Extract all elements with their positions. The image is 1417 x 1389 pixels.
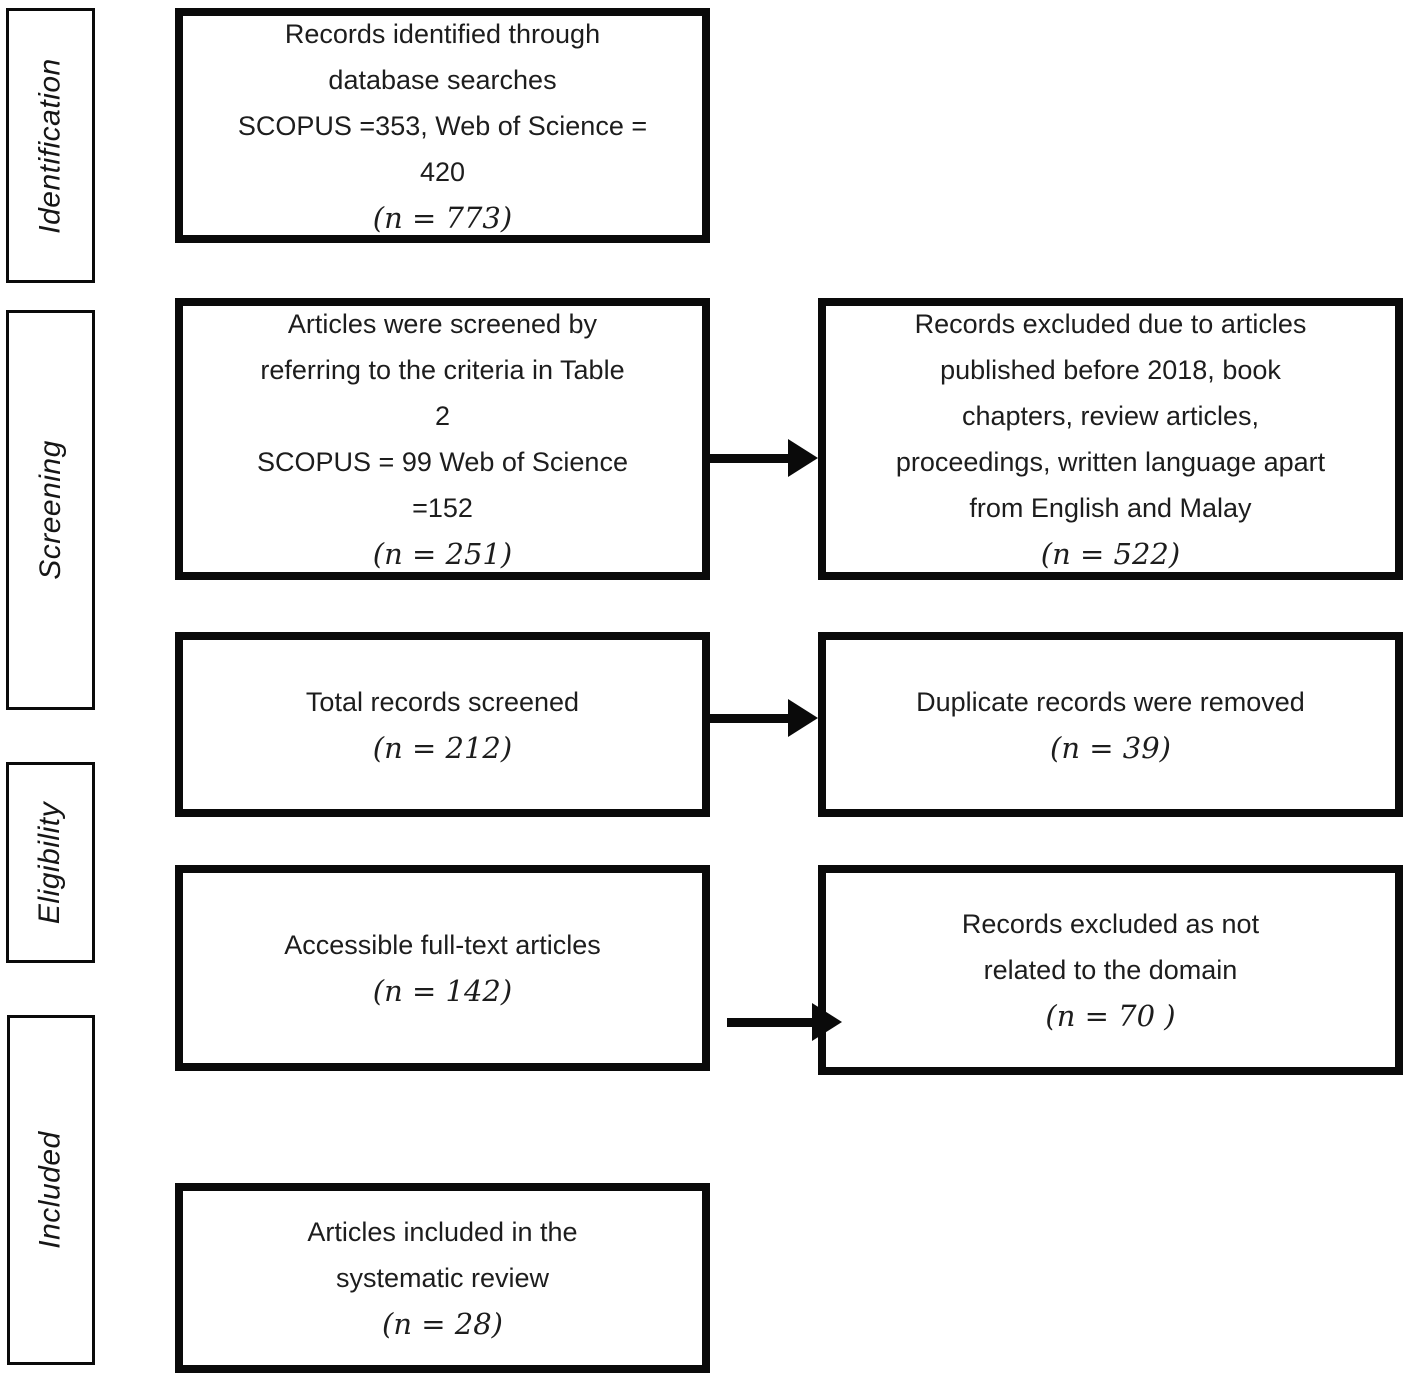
arrow-shaft [705, 713, 792, 723]
box-accessible-full-text-text: Accessible full-text articles [284, 930, 601, 960]
box-records-excluded-criteria-text: Records excluded due to articles publish… [895, 309, 1326, 523]
stage-label-screening: Screening [33, 440, 67, 580]
arrow-shaft [705, 453, 792, 463]
box-total-records-screened-text: Total records screened [305, 686, 580, 717]
stage-box-screening: Screening [6, 310, 95, 710]
box-articles-included-count: (n = 28) [382, 1307, 503, 1341]
box-total-records-screened-count: (n = 212) [372, 730, 513, 765]
box-articles-screened-count: (n = 251) [372, 537, 513, 571]
box-articles-screened-text: Articles were screened by referring to t… [257, 309, 628, 523]
box-total-records-screened: Total records screened (n = 212) [175, 632, 710, 817]
box-records-excluded-criteria: Records excluded due to articles publish… [818, 298, 1403, 580]
stage-label-included: Included [34, 1131, 67, 1249]
box-records-excluded-domain-text: Records excluded as not related to the d… [961, 909, 1260, 985]
box-records-identified-count: (n = 773) [372, 200, 513, 235]
stage-box-identification: Identification [6, 8, 95, 283]
box-duplicate-records-removed: Duplicate records were removed (n = 39) [818, 632, 1403, 817]
box-articles-included: Articles included in the systematic revi… [175, 1183, 710, 1373]
arrow-fulltext-to-excluded-icon [727, 1003, 842, 1041]
box-articles-screened: Articles were screened by referring to t… [175, 298, 710, 580]
box-records-excluded-criteria-count: (n = 522) [1040, 537, 1181, 571]
box-records-excluded-domain-count: (n = 70 ) [1045, 999, 1176, 1033]
box-records-identified: Records identified through database sear… [175, 8, 710, 243]
arrow-screened-to-excluded-icon [705, 439, 818, 477]
box-articles-included-text: Articles included in the systematic revi… [307, 1217, 578, 1293]
stage-label-identification: Identification [33, 57, 67, 234]
stage-box-eligibility: Eligibility [6, 762, 95, 963]
arrow-shaft [727, 1017, 816, 1027]
arrow-head-icon [788, 439, 818, 477]
arrow-head-icon [812, 1003, 842, 1041]
box-records-identified-text: Records identified through database sear… [237, 18, 648, 187]
box-duplicate-records-removed-count: (n = 39) [1050, 730, 1171, 765]
box-duplicate-records-removed-text: Duplicate records were removed [916, 686, 1305, 717]
box-accessible-full-text: Accessible full-text articles (n = 142) [175, 865, 710, 1071]
arrow-total-to-duplicates-icon [705, 699, 818, 737]
arrow-head-icon [788, 699, 818, 737]
box-records-excluded-domain: Records excluded as not related to the d… [818, 865, 1403, 1075]
box-accessible-full-text-count: (n = 142) [372, 974, 513, 1008]
stage-box-included: Included [7, 1015, 95, 1365]
stage-label-eligibility: Eligibility [33, 801, 67, 924]
